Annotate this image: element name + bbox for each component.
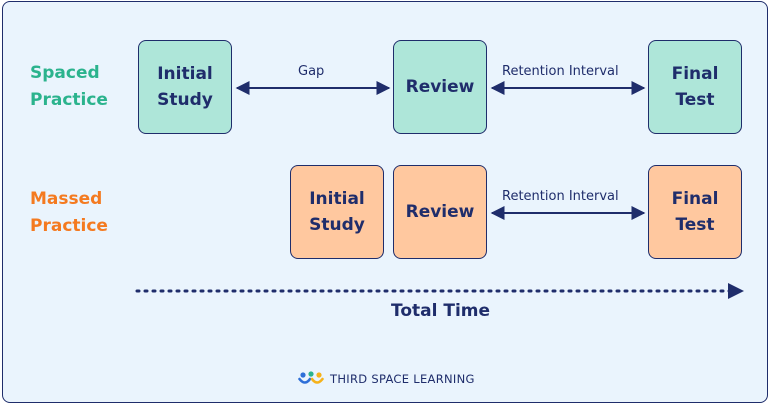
box-text-line1: Initial [157,64,213,84]
box-text-line2: Test [675,215,715,235]
gap-label: Gap [298,64,325,79]
box-text-line1: Final [671,189,719,209]
brand-logo: THIRD SPACE LEARNING [298,371,475,387]
box-text-line1: Initial [309,189,365,209]
box-text-line2: Study [309,215,365,235]
brand-name: THIRD SPACE LEARNING [330,372,475,386]
massed-label-line1: Massed [30,189,103,209]
massed-final-test-box: Final Test [648,165,742,259]
massed-label-line2: Practice [30,216,108,236]
box-text-line1: Final [671,64,719,84]
massed-practice-label: Massed Practice [30,186,108,240]
spaced-initial-study-box: Initial Study [138,40,232,134]
box-text-line2: Study [157,90,213,110]
third-space-learning-logo-icon [298,371,324,384]
spaced-practice-label: Spaced Practice [30,60,108,114]
box-text-line2: Test [675,90,715,110]
spaced-label-line2: Practice [30,90,108,110]
massed-retention-interval-label: Retention Interval [502,189,619,204]
spaced-review-box: Review [393,40,487,134]
spaced-label-line1: Spaced [30,63,100,83]
total-time-label: Total Time [391,301,491,321]
spaced-retention-interval-label: Retention Interval [502,64,619,79]
timeline-arrowhead [728,283,744,299]
massed-initial-study-box: Initial Study [290,165,384,259]
massed-review-box: Review [393,165,487,259]
box-text-line1: Review [405,77,475,97]
box-text-line1: Review [405,202,475,222]
spaced-final-test-box: Final Test [648,40,742,134]
